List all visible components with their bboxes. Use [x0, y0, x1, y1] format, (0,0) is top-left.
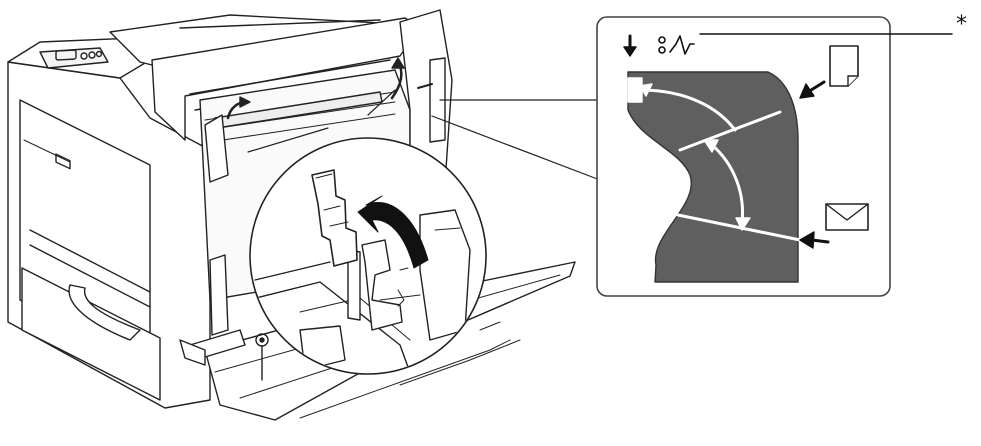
tray-handle — [68, 284, 141, 341]
callout-panel — [596, 16, 953, 297]
envelope-position-arrow — [799, 231, 830, 249]
lever-rotation-arrow — [357, 195, 429, 269]
control-panel — [39, 47, 109, 69]
callout-marker-asterisk: * — [956, 12, 967, 37]
paper-sheet-icon — [829, 45, 859, 87]
fuser-lever — [311, 169, 358, 267]
waveform-icon — [658, 35, 695, 55]
callout-connector-bottom — [431, 115, 601, 181]
envelope-icon — [825, 203, 869, 231]
down-arrow-icon — [623, 34, 637, 57]
paper-tray — [21, 267, 161, 401]
paper-position-arrow — [799, 80, 826, 99]
